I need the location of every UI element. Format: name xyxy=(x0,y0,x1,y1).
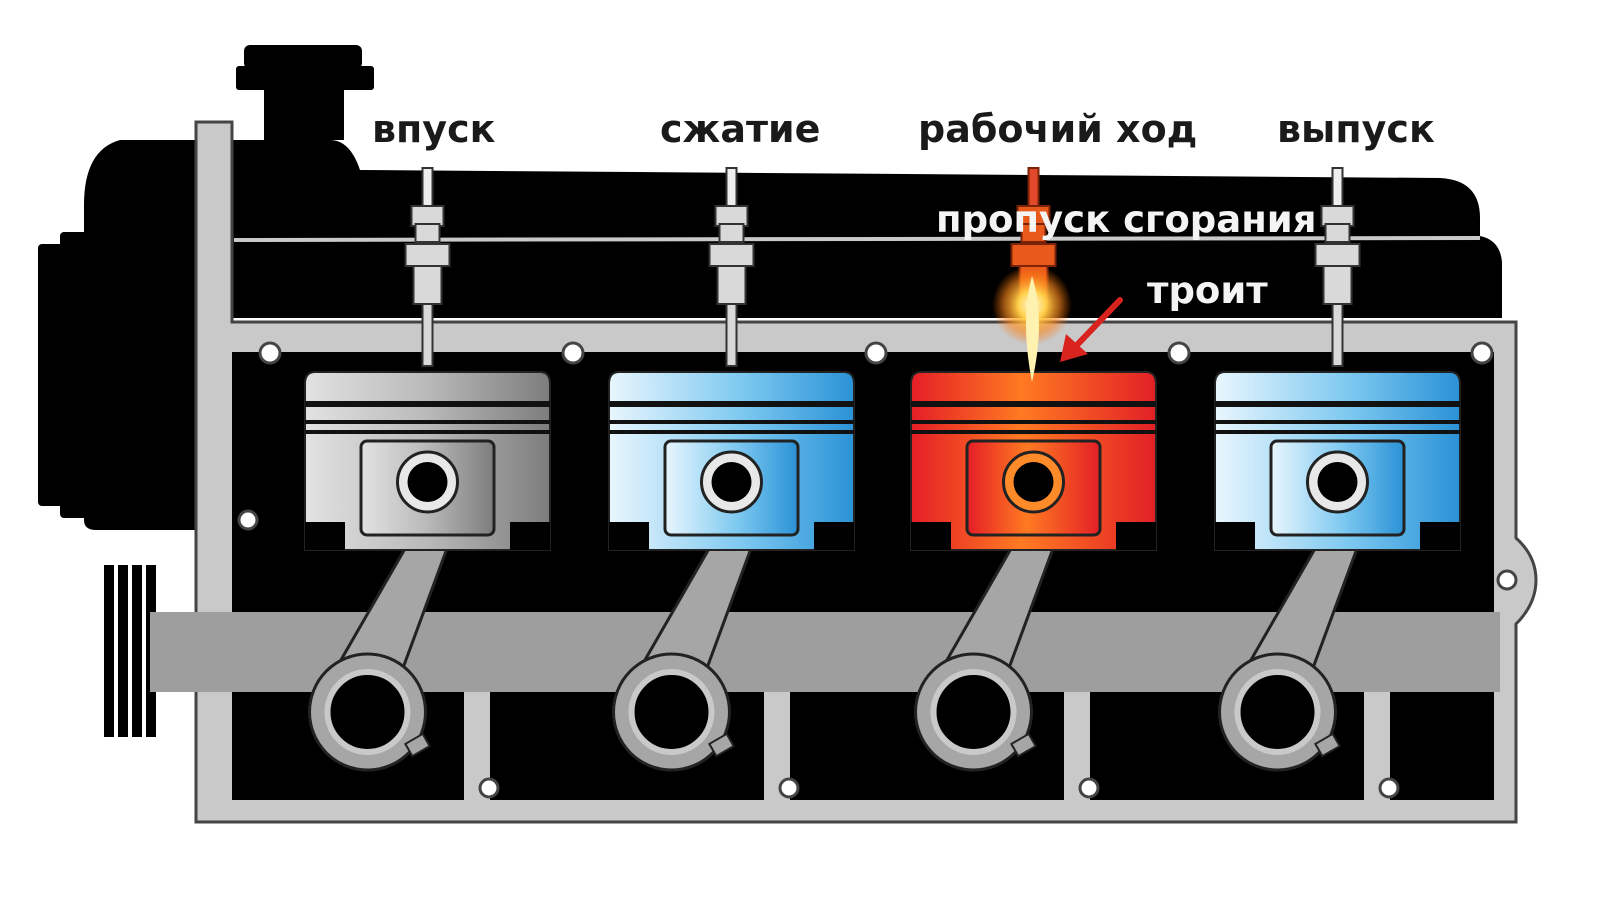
stroke-label-intake: впуск xyxy=(372,107,496,151)
piston-compression xyxy=(608,371,855,551)
spark-plug-compression xyxy=(708,167,755,367)
connecting-rod-compression xyxy=(612,518,764,772)
valve-cover xyxy=(214,140,1502,318)
troit-callout: троит xyxy=(1147,269,1268,312)
cylinder-compression xyxy=(608,167,855,772)
piston-exhaust xyxy=(1214,371,1461,551)
block-ribs xyxy=(464,692,1390,800)
connecting-rod-intake xyxy=(308,518,460,772)
gasket-bolts xyxy=(237,341,1518,799)
stroke-label-compression: сжатие xyxy=(660,107,821,151)
misfire-callout: пропуск сгорания xyxy=(936,198,1317,241)
connecting-rod-exhaust xyxy=(1218,518,1370,772)
connecting-rod-power xyxy=(914,518,1066,772)
cylinder-exhaust xyxy=(1214,167,1461,772)
stroke-label-exhaust: выпуск xyxy=(1277,107,1435,151)
oil-filler-cap xyxy=(236,45,374,140)
misfire-flame xyxy=(992,265,1072,382)
pistons xyxy=(304,167,1461,772)
stroke-label-power: рабочий ход xyxy=(918,107,1198,151)
cylinder-intake xyxy=(304,167,551,772)
cylinder-power xyxy=(910,167,1157,772)
spark-plug-intake xyxy=(404,167,451,367)
piston-intake xyxy=(304,371,551,551)
spark-plug-exhaust xyxy=(1314,167,1361,367)
troit-arrow xyxy=(1060,297,1123,362)
piston-power xyxy=(910,371,1157,551)
